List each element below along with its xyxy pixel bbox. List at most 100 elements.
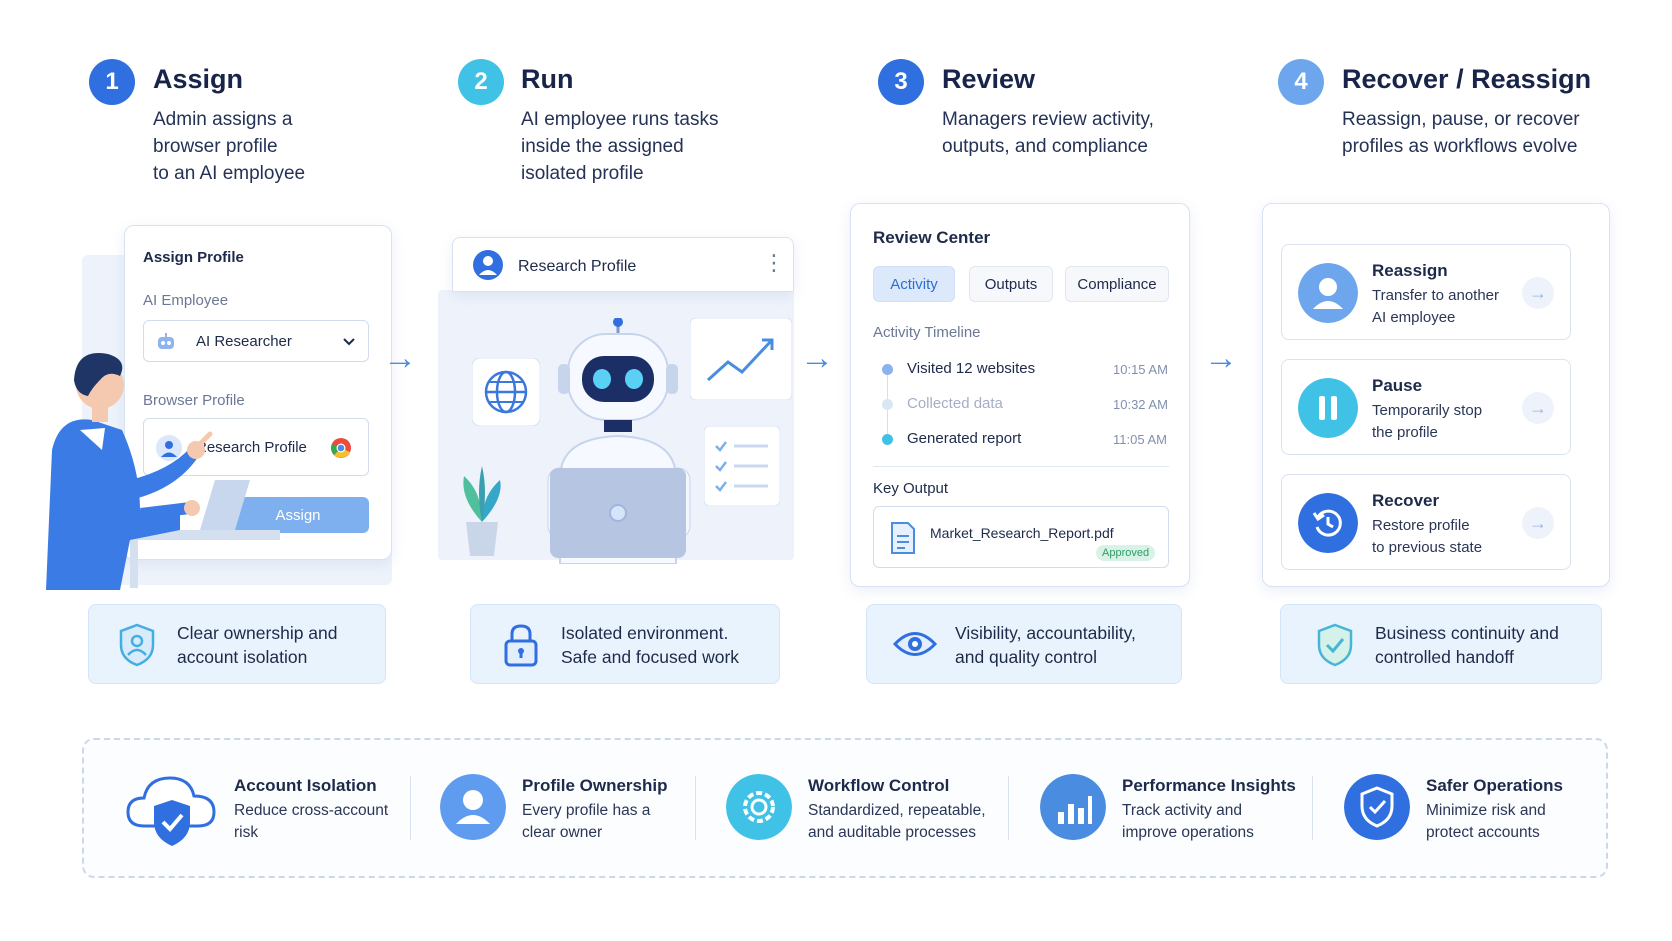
feature-description: Track activity and improve operations	[1122, 802, 1254, 841]
reassign-action-card[interactable]: Reassign Transfer to another AI employee…	[1281, 244, 1571, 340]
tab-activity[interactable]: Activity	[873, 266, 955, 302]
approved-badge: Approved	[1096, 545, 1156, 561]
more-menu-icon[interactable]: ⋮	[763, 250, 785, 275]
shield-check-icon	[1317, 623, 1353, 667]
action-title: Reassign	[1372, 261, 1448, 280]
action-description: Transfer to another AI employee	[1372, 287, 1500, 326]
shield-user-icon	[119, 623, 155, 667]
benefit-text: Business continuity and controlled hando…	[1375, 623, 1559, 667]
feature-title: Account Isolation	[234, 776, 377, 795]
employee-label: AI Employee	[143, 292, 229, 309]
flow-arrow-3: →	[1204, 339, 1238, 377]
step-description: AI employee runs tasks inside the assign…	[521, 109, 719, 184]
benefit-ownership: Clear ownership and account isolation	[88, 604, 386, 684]
step-number-badge: 3	[878, 59, 924, 105]
assign-profile-card: Assign Profile AI Employee AI Researcher…	[124, 225, 392, 560]
step-title: Run	[521, 64, 574, 94]
user-icon	[1298, 263, 1358, 323]
action-description: Restore profile to previous state	[1372, 517, 1483, 556]
step-number-badge: 4	[1278, 59, 1324, 105]
gear-icon	[726, 774, 792, 840]
eye-icon	[893, 632, 937, 656]
timeline-dot	[882, 399, 893, 410]
benefit-text: Visibility, accountability, and quality …	[955, 623, 1136, 667]
line-chart-icon	[690, 318, 792, 400]
step-description: Reassign, pause, or recover profiles as …	[1342, 109, 1580, 157]
tab-compliance[interactable]: Compliance	[1065, 266, 1169, 302]
feature-title: Performance Insights	[1122, 776, 1296, 795]
feature-title: Workflow Control	[808, 776, 950, 795]
chevron-down-icon	[343, 338, 355, 346]
chrome-browser-icon	[331, 438, 351, 458]
feature-title: Profile Ownership	[522, 776, 668, 795]
checklist-icon	[704, 426, 780, 506]
key-output-label: Key Output	[873, 480, 949, 497]
feature-title: Safer Operations	[1426, 776, 1563, 795]
action-title: Pause	[1372, 376, 1423, 395]
timeline-item-time: 10:15 AM	[1113, 362, 1168, 377]
benefit-text: Clear ownership and account isolation	[177, 623, 338, 667]
recover-action-card[interactable]: Recover Restore profile to previous stat…	[1281, 474, 1571, 570]
feature-description: Minimize risk and protect accounts	[1426, 802, 1546, 841]
benefit-visibility: Visibility, accountability, and quality …	[866, 604, 1182, 684]
shield-check-icon	[1344, 774, 1410, 840]
timeline-item-text: Collected data	[907, 395, 1003, 412]
profile-label: Browser Profile	[143, 392, 245, 409]
flow-arrow-1: →	[383, 339, 417, 377]
arrow-right-icon: →	[1522, 277, 1554, 309]
flow-arrow-2: →	[800, 339, 834, 377]
pause-action-card[interactable]: Pause Temporarily stop the profile →	[1281, 359, 1571, 455]
bar-chart-icon	[1040, 774, 1106, 840]
feature-description: Standardized, repeatable, and auditable …	[808, 802, 986, 841]
robot-icon	[158, 333, 174, 349]
step-title: Assign	[153, 64, 244, 94]
run-profile-title: Research Profile	[518, 258, 637, 275]
step-number-badge: 1	[89, 59, 135, 105]
timeline-item-text: Visited 12 websites	[907, 360, 1036, 377]
divider	[1312, 776, 1313, 840]
benefit-continuity: Business continuity and controlled hando…	[1280, 604, 1602, 684]
divider	[410, 776, 411, 840]
arrow-right-icon: →	[1522, 507, 1554, 539]
timeline-label: Activity Timeline	[873, 324, 981, 341]
assign-button[interactable]: Assign	[227, 497, 369, 533]
arrow-right-icon: →	[1522, 392, 1554, 424]
cloud-shield-icon	[126, 776, 216, 846]
step-title: Recover / Reassign	[1342, 64, 1592, 94]
step-description: Admin assigns a browser profile to an AI…	[153, 109, 306, 184]
timeline-dot	[882, 434, 893, 445]
card-title: Assign Profile	[143, 249, 244, 266]
output-file-name: Market_Research_Report.pdf	[930, 525, 1114, 541]
user-avatar-icon	[156, 435, 182, 461]
timeline-item-time: 11:05 AM	[1113, 432, 1167, 447]
tab-outputs[interactable]: Outputs	[969, 266, 1053, 302]
employee-select-value: AI Researcher	[196, 333, 292, 350]
benefit-text: Isolated environment. Safe and focused w…	[561, 623, 740, 667]
employee-select[interactable]: AI Researcher	[143, 320, 369, 362]
restore-icon	[1298, 493, 1358, 553]
user-avatar-icon	[473, 250, 503, 280]
review-center-card: Review Center Activity Outputs Complianc…	[850, 203, 1190, 587]
plant-icon	[463, 466, 501, 556]
globe-icon	[472, 358, 540, 426]
admin-person-illustration	[46, 353, 280, 590]
research-profile-card: Research Profile ⋮	[452, 237, 794, 292]
timeline-item-text: Generated report	[907, 430, 1022, 447]
feature-description: Reduce cross-account risk	[234, 802, 389, 841]
action-title: Recover	[1372, 491, 1440, 510]
benefit-isolation: Isolated environment. Safe and focused w…	[470, 604, 780, 684]
divider	[1008, 776, 1009, 840]
lock-icon	[504, 624, 538, 667]
step-title: Review	[942, 64, 1036, 94]
user-icon	[440, 774, 506, 840]
action-description: Temporarily stop the profile	[1372, 402, 1483, 441]
pause-icon	[1298, 378, 1358, 438]
timeline-item-time: 10:32 AM	[1113, 397, 1168, 412]
profile-select-value: Research Profile	[196, 439, 307, 456]
step-description: Managers review activity, outputs, and c…	[942, 109, 1154, 157]
card-title: Review Center	[873, 228, 991, 247]
divider	[873, 466, 1169, 467]
step-number-badge: 2	[458, 59, 504, 105]
robot-illustration	[547, 318, 691, 564]
output-file-item[interactable]: Market_Research_Report.pdf Approved	[873, 506, 1169, 568]
